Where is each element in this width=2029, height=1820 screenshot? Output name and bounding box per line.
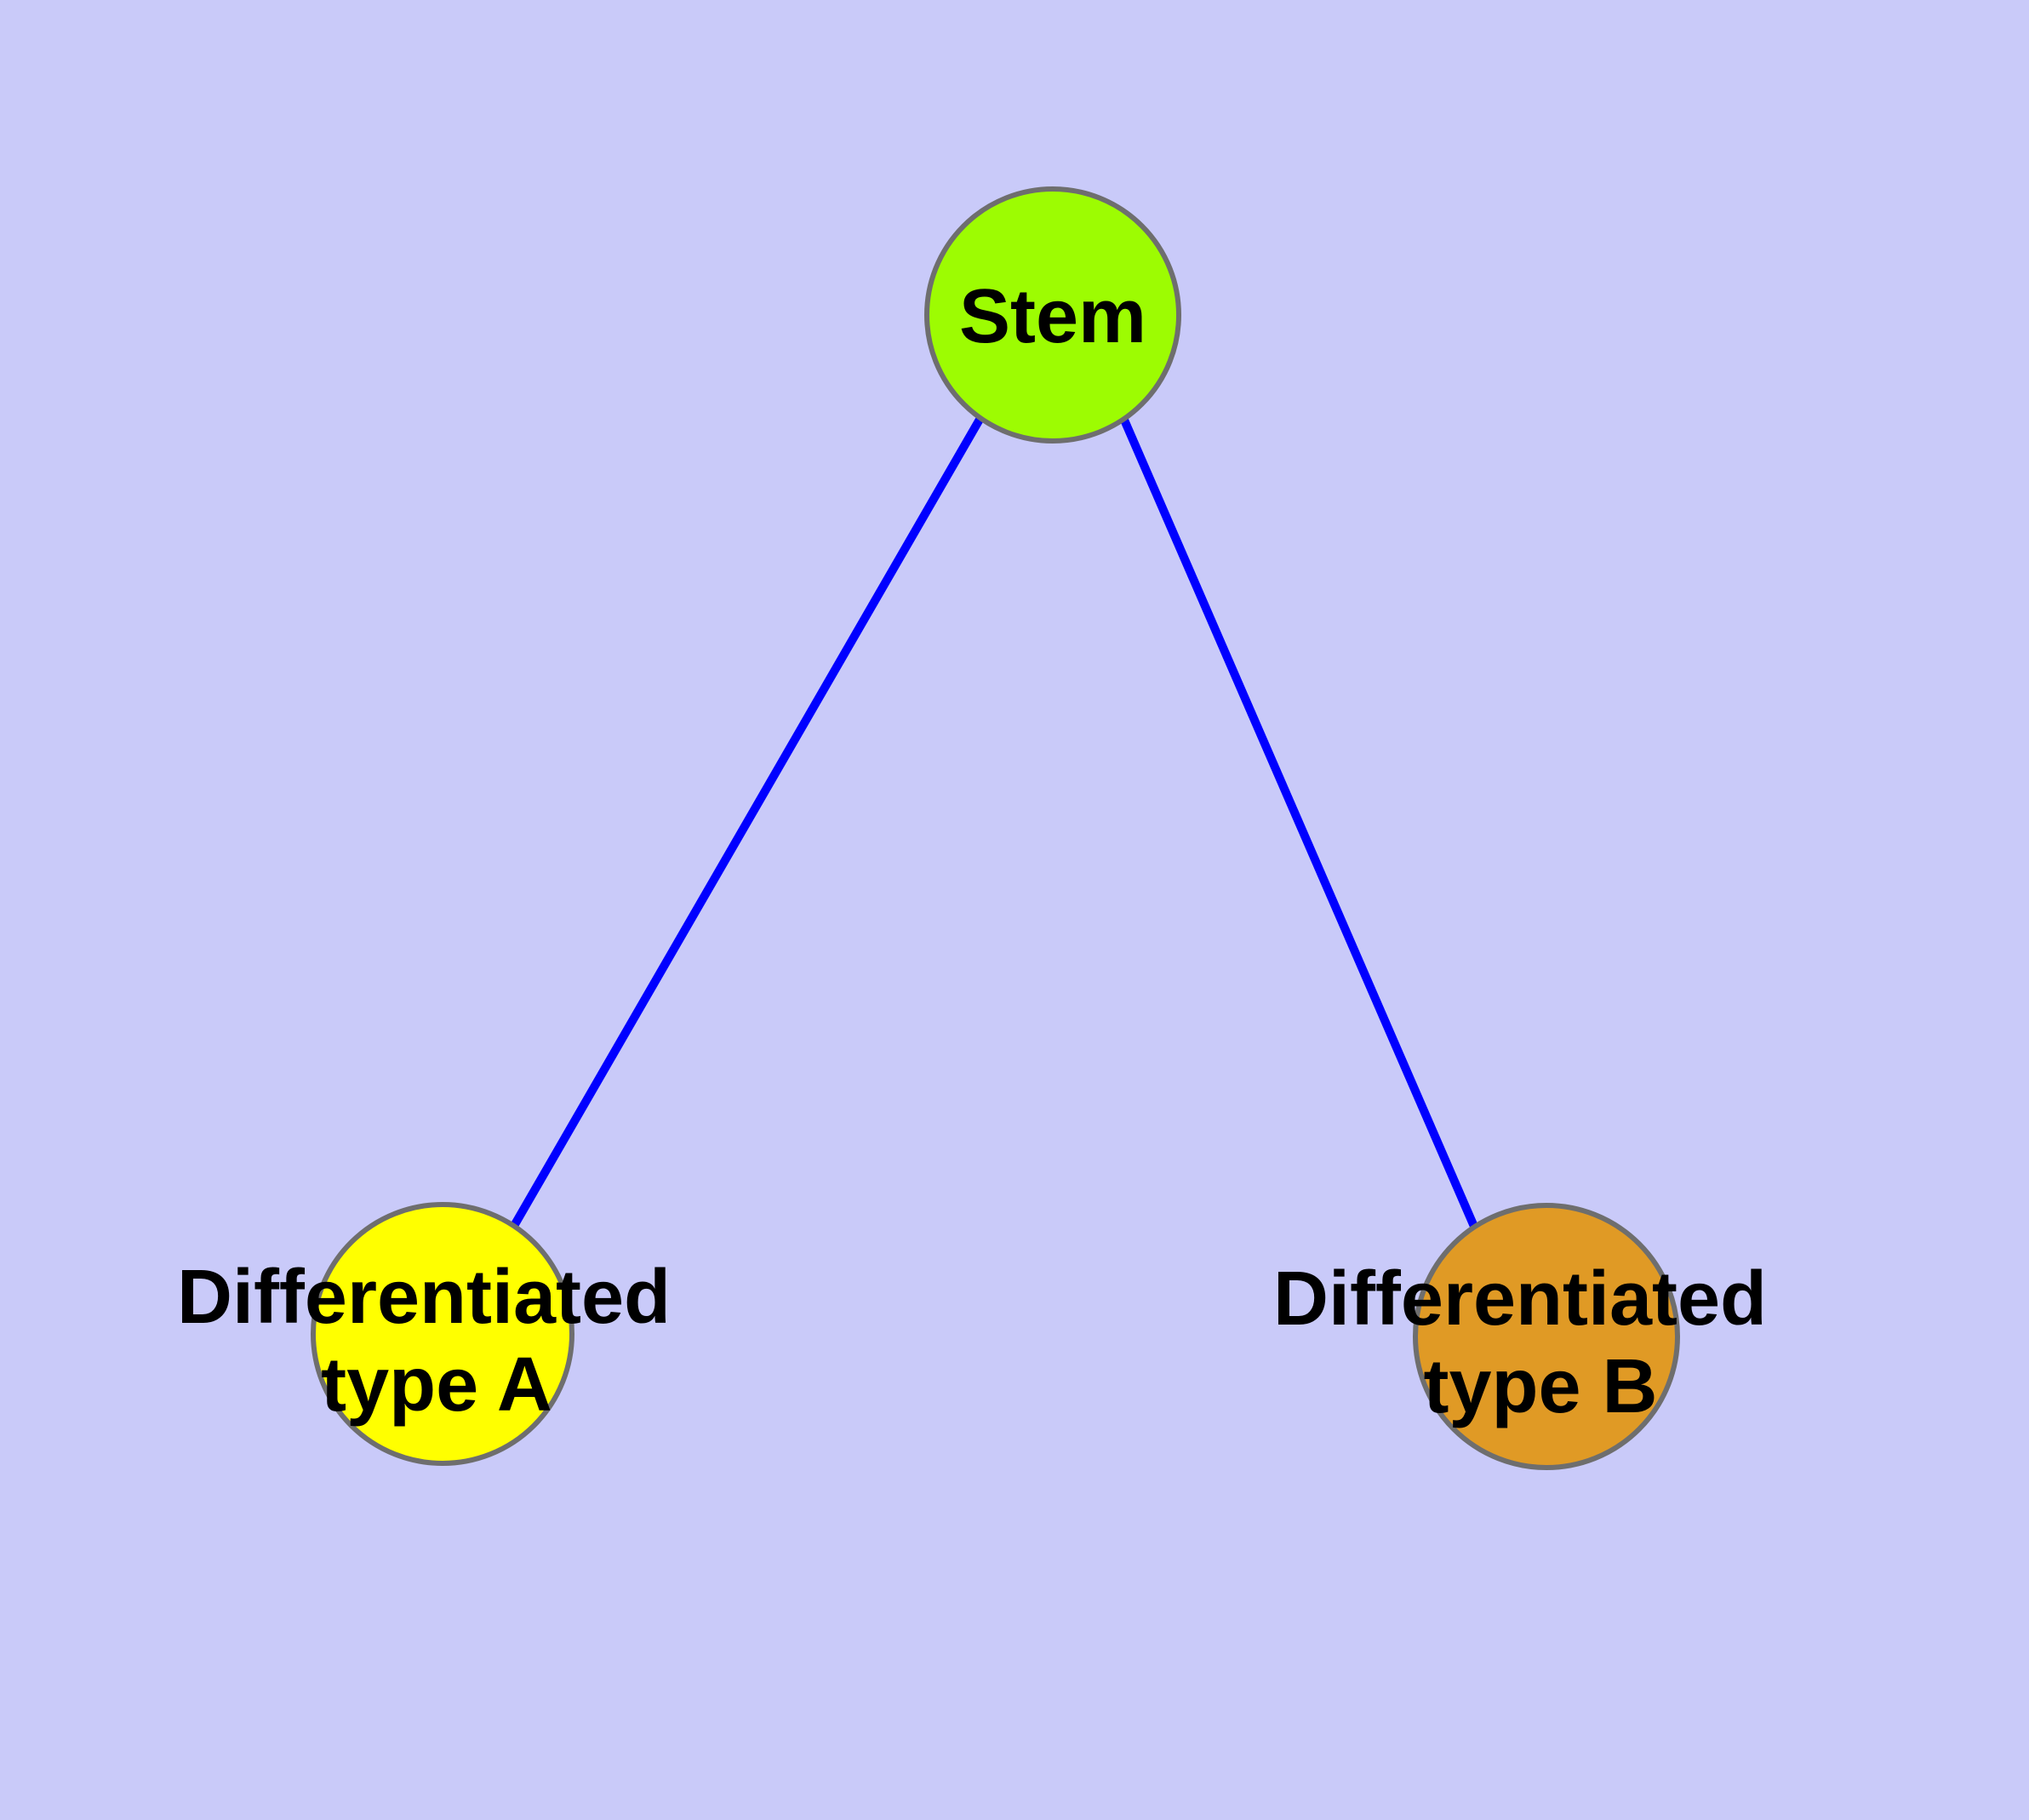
node-differentiated-type-a-label-line1: Differentiated xyxy=(177,1255,671,1340)
edge-stem-to-differentiated-type-b[interactable] xyxy=(1119,416,1479,1230)
node-layer xyxy=(311,186,1680,1470)
edge-layer xyxy=(510,415,1479,1230)
node-differentiated-type-a-label-line2: type A xyxy=(321,1342,552,1428)
node-differentiated-type-b-label-line1: Differentiated xyxy=(1273,1256,1767,1342)
label-layer: Stem Differentiated type A Differentiate… xyxy=(177,274,1767,1429)
node-stem-circle[interactable] xyxy=(924,186,1181,444)
node-stem-label: Stem xyxy=(959,274,1146,359)
node-differentiated-type-a-circle[interactable] xyxy=(311,1202,574,1466)
node-stem[interactable] xyxy=(924,186,1181,444)
node-differentiated-type-b-label-line2: type B xyxy=(1423,1344,1657,1429)
node-differentiated-type-a[interactable] xyxy=(311,1202,574,1466)
edge-stem-to-differentiated-type-a[interactable] xyxy=(510,415,985,1228)
node-differentiated-type-b[interactable] xyxy=(1413,1203,1680,1470)
node-differentiated-type-b-circle[interactable] xyxy=(1413,1203,1680,1470)
